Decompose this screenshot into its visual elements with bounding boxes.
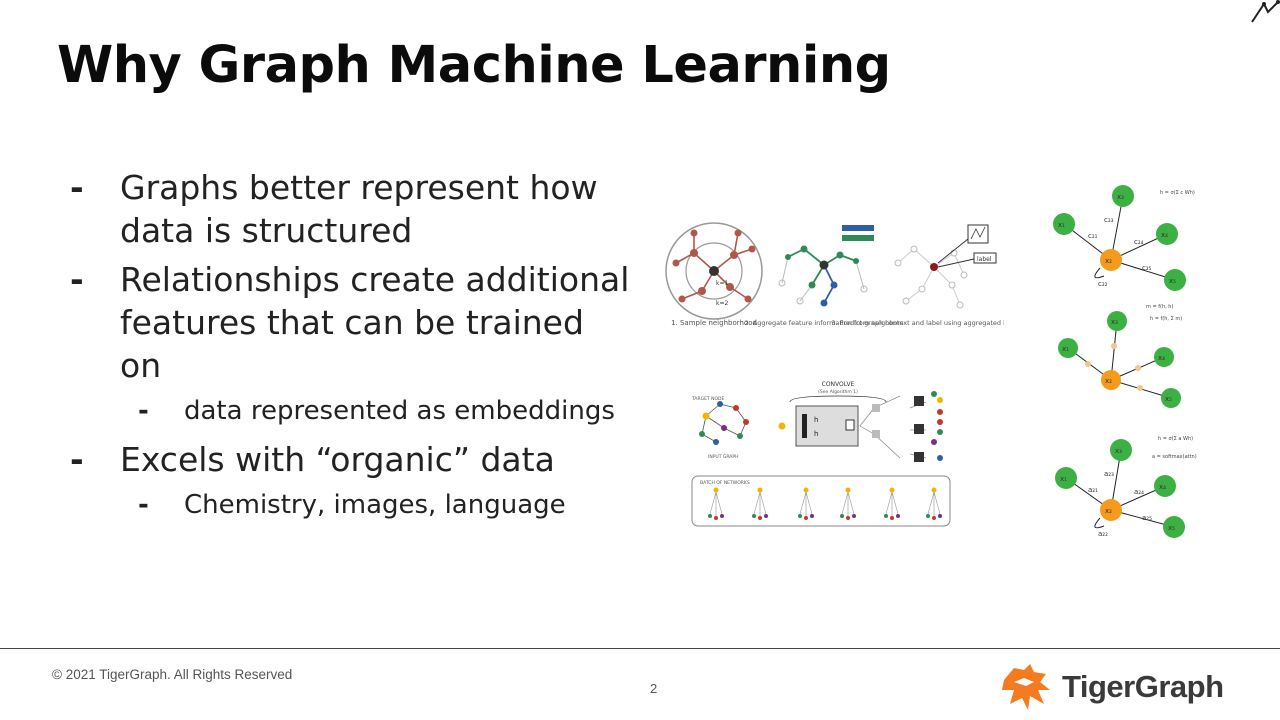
batch-trees: [708, 487, 942, 520]
k2-label: k=2: [716, 300, 729, 307]
input-graph-label: INPUT GRAPH: [708, 454, 739, 460]
tigergraph-logo: TigerGraph: [1000, 660, 1250, 716]
gat-panel-3: x₃ x₁ x₄ x₅ x₂ a₂₃ a₂₁ a₂₄ a₂₅ a₂₂ h = σ…: [1055, 436, 1197, 538]
gat-formula-3: h = f(h, Σ m): [1150, 316, 1182, 322]
gat-panel-1: x₃ x₁ x₄ x₅ x₂ c₂₃ c₂₁ c₂₄ c₂₅ c₂₂ h = σ…: [1053, 185, 1195, 291]
bullet-dash: -: [70, 440, 84, 479]
node-x5: x₅: [1169, 277, 1176, 285]
node-x3: x₃: [1111, 318, 1118, 326]
edge-a22: a₂₂: [1098, 530, 1108, 538]
sub-bullet-text: Chemistry, images, language: [184, 490, 566, 520]
node-x5: x₅: [1168, 524, 1175, 532]
gat-formula-5: a = softmax(attn): [1152, 454, 1197, 460]
convolve-heading: CONVOLVE: [822, 381, 855, 388]
node-x3: x₃: [1115, 447, 1122, 455]
sub-bullet-item: - data represented as embeddings: [70, 393, 630, 430]
node-x2: x₂: [1105, 507, 1112, 515]
convolve-figure: TARGET NODE INPUT GRAPH CONVOLVE (See Al…: [691, 381, 951, 527]
node-x4: x₄: [1158, 354, 1165, 362]
edge-c23: c₂₃: [1104, 216, 1114, 224]
bullet-item: - Graphs better represent how data is st…: [70, 166, 630, 252]
bullet-dash: -: [70, 260, 84, 299]
gat-formula-2: m = f(h, h): [1146, 304, 1173, 310]
predict-diagram: label: [894, 224, 997, 309]
caption-2: 2. Aggregate feature information from ne…: [745, 319, 904, 327]
graphsage-figure: k=1 k=2: [665, 222, 1004, 327]
edge-a23: a₂₃: [1104, 470, 1114, 478]
k1-label: k=1: [716, 280, 729, 287]
gat-panel-2: x₃ x₁ x₄ x₅ x₂ m = f(h, h) h = f(h, Σ m): [1058, 304, 1182, 408]
bullet-text: Relationships create additional features…: [120, 260, 630, 385]
node-x5: x₅: [1165, 395, 1172, 403]
convolve-network: [859, 391, 943, 462]
node-x1: x₁: [1062, 345, 1069, 353]
slide-title: Why Graph Machine Learning: [57, 36, 891, 95]
sub-bullet-item: - Chemistry, images, language: [70, 487, 630, 524]
node-x2: x₂: [1105, 377, 1112, 385]
bullet-text: Excels with “organic” data: [120, 440, 555, 479]
edge-c25: c₂₅: [1142, 264, 1152, 272]
bullet-list: - Graphs better represent how data is st…: [70, 166, 630, 532]
logo-text: TigerGraph: [1062, 669, 1224, 704]
bullet-item: - Relationships create additional featur…: [70, 258, 630, 387]
tiger-icon: [1002, 664, 1050, 710]
edge-c22: c₂₂: [1098, 280, 1108, 288]
bullet-item: - Excels with “organic” data: [70, 438, 630, 481]
copyright-text: © 2021 TigerGraph. All Rights Reserved: [52, 667, 293, 682]
h-label-1: h: [814, 416, 818, 424]
aggregate-diagram: [778, 225, 874, 307]
bullet-dash: -: [138, 396, 149, 426]
graph-attention-figure: x₃ x₁ x₄ x₅ x₂ c₂₃ c₂₁ c₂₄ c₂₅ c₂₂ h = σ…: [1053, 185, 1197, 538]
batch-label: BATCH OF NETWORKS: [700, 480, 750, 486]
page-number: 2: [650, 681, 658, 696]
edge-a24: a₂₄: [1134, 488, 1144, 496]
bullet-dash: -: [70, 168, 84, 207]
gat-formula-4: h = σ(Σ a Wh): [1158, 436, 1193, 442]
edge-a21: a₂₁: [1088, 486, 1098, 494]
input-graph: [699, 401, 749, 445]
convolve-subheading: (See Algorithm 1): [818, 389, 858, 395]
node-x4: x₄: [1161, 231, 1168, 239]
label-box-text: label: [977, 256, 992, 263]
gat-formula-1: h = σ(Σ c Wh): [1160, 190, 1195, 196]
bullet-dash: -: [138, 490, 149, 520]
h-label-2: h: [814, 430, 818, 438]
edge-c24: c₂₄: [1134, 238, 1144, 246]
node-x1: x₁: [1060, 475, 1067, 483]
caption-3: 3. Predict graph context and label using…: [831, 319, 1004, 327]
bullet-text: Graphs better represent how data is stru…: [120, 168, 598, 250]
node-x4: x₄: [1159, 483, 1166, 491]
target-node-label: TARGET NODE: [691, 396, 724, 402]
node-x1: x₁: [1058, 221, 1065, 229]
sub-bullet-text: data represented as embeddings: [184, 396, 615, 426]
node-x3: x₃: [1117, 193, 1124, 201]
node-x2: x₂: [1105, 257, 1112, 265]
edge-c21: c₂₁: [1088, 232, 1098, 240]
corner-mark: [1251, 0, 1280, 23]
footer-divider: [0, 648, 1280, 649]
caption-1: 1. Sample neighborhood: [671, 319, 757, 327]
edge-a25: a₂₅: [1142, 514, 1152, 522]
sample-neighborhood-diagram: k=1 k=2: [665, 222, 763, 320]
